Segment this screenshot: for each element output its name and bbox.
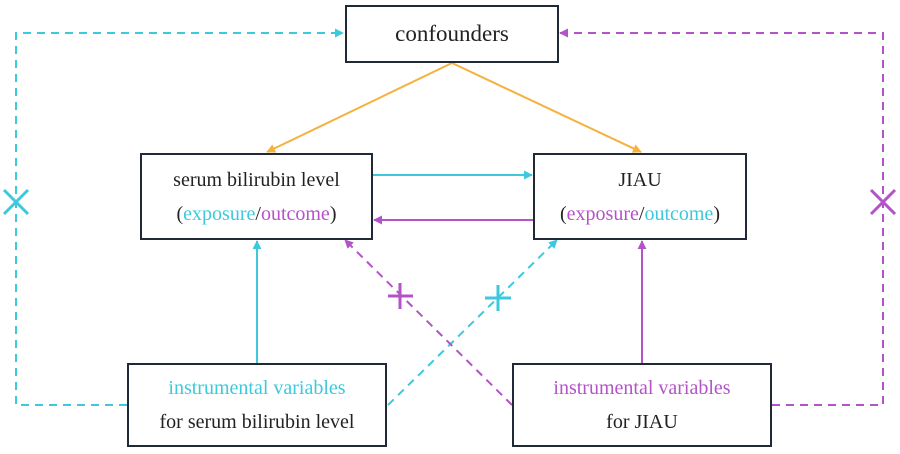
jiau-role-outcome: outcome (644, 202, 714, 225)
iv-jiau-line2: for JIAU (606, 411, 678, 433)
confounders-node: confounders (345, 5, 559, 63)
jiau-role-close: ) (713, 202, 720, 225)
bilirubin-role-close: ) (329, 202, 337, 225)
edge-iv-bilirubin-to-confounders-dashed (15, 28, 344, 406)
bilirubin-role: (exposure/outcome) (177, 197, 337, 231)
bilirubin-role-outcome: outcome (260, 202, 330, 225)
edge-confounders-to-bilirubin (266, 62, 453, 153)
bilirubin-role-open: ( (176, 202, 184, 225)
cross-mark-left-loop (2, 188, 30, 216)
iv-bilirubin-line2: for serum bilirubin level (159, 411, 355, 433)
iv-jiau-node: instrumental variables for JIAU (512, 363, 772, 447)
jiau-role: (exposure/outcome) (560, 197, 720, 231)
confounders-label: confounders (395, 21, 509, 46)
bilirubin-title: serum bilirubin level (173, 168, 340, 191)
edge-iv-jiau-to-bilirubin-dashed (344, 239, 513, 406)
cross-mark-iv-bilirubin-to-jiau (485, 285, 511, 311)
iv-bilirubin-node: instrumental variables for serum bilirub… (127, 363, 387, 447)
cross-mark-right-loop (869, 188, 897, 216)
jiau-node: JIAU (exposure/outcome) (533, 153, 747, 240)
edge-confounders-to-jiau (451, 62, 642, 153)
jiau-role-open: ( (560, 202, 567, 225)
cross-mark-iv-jiau-to-bilirubin (388, 283, 413, 309)
bilirubin-node: serum bilirubin level (exposure/outcome) (140, 153, 373, 240)
bilirubin-role-exposure: exposure (183, 202, 256, 225)
edge-iv-bilirubin-to-jiau-dashed (387, 239, 558, 406)
bilirubin-role-slash: / (255, 202, 261, 225)
jiau-role-slash: / (638, 202, 645, 225)
jiau-role-exposure: exposure (566, 202, 639, 225)
edge-iv-jiau-to-confounders-dashed (559, 28, 884, 406)
iv-bilirubin-line1: instrumental variables (168, 377, 346, 399)
iv-jiau-line1: instrumental variables (553, 377, 731, 399)
jiau-title: JIAU (618, 168, 662, 191)
